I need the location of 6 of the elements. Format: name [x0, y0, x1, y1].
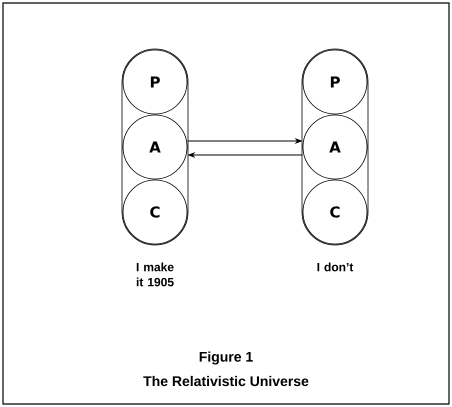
column-capsule: [302, 48, 368, 246]
figure-title: Figure 1: [200, 351, 253, 365]
figure-caption: The Relativistic Universe: [143, 376, 308, 386]
column-label: I make it 1905: [136, 262, 174, 286]
column-capsule: [122, 48, 188, 246]
column-label: I don’t: [317, 262, 354, 272]
